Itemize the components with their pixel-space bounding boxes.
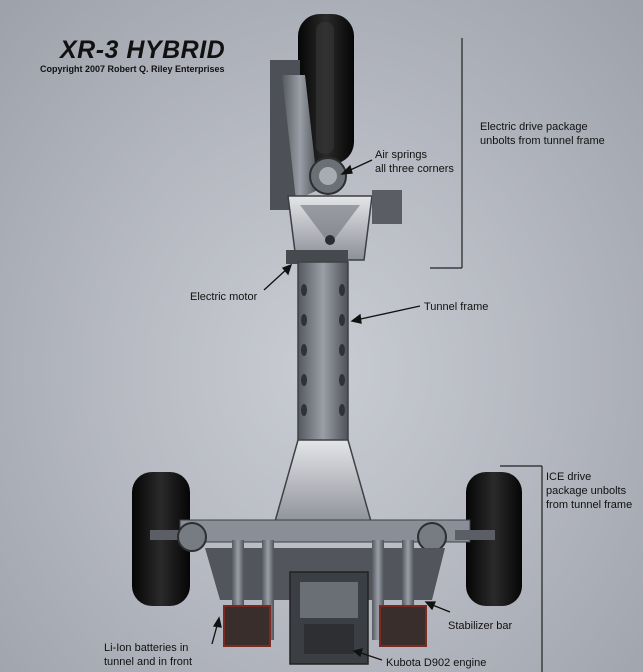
ice-drive-label-line3: from tunnel frame xyxy=(546,499,633,511)
batteries-label-line2: tunnel and in front xyxy=(104,656,193,668)
tunnel-frame-label: Tunnel frame xyxy=(424,301,489,313)
page-title: XR-3 HYBRID xyxy=(60,36,226,64)
air-springs-label-line1: Air springs xyxy=(375,149,427,161)
engine-label: Kubota D902 engine xyxy=(386,657,487,669)
air-springs-label-line2: all three corners xyxy=(375,163,454,175)
ice-drive-label-line1: ICE drive xyxy=(546,471,592,483)
ice-drive-label-line2: package unbolts xyxy=(546,485,627,497)
ice-drive-label: ICE drive package unbolts from tunnel fr… xyxy=(546,470,632,512)
batteries-label: Li-Ion batteries in tunnel and in front xyxy=(104,641,192,669)
kubota-engine xyxy=(289,571,369,665)
electric-drive-label-line1: Electric drive package xyxy=(480,121,588,133)
air-springs-label: Air springs all three corners xyxy=(375,148,454,176)
electric-motor-label: Electric motor xyxy=(190,291,258,303)
copyright-notice: Copyright 2007 Robert Q. Riley Enterpris… xyxy=(40,64,225,74)
leader-arrows xyxy=(211,159,451,661)
electric-motor-housing xyxy=(286,190,402,264)
front-tire xyxy=(298,14,354,164)
stabilizer-bar-label: Stabilizer bar xyxy=(448,620,513,632)
electric-drive-label: Electric drive package unbolts from tunn… xyxy=(480,120,605,148)
ice-drive-bracket xyxy=(500,465,543,672)
battery-packs xyxy=(223,605,427,647)
front-swing-arm xyxy=(270,60,347,210)
electric-drive-bracket xyxy=(430,38,463,269)
batteries-label-line1: Li-Ion batteries in xyxy=(104,642,189,654)
tunnel-frame-body xyxy=(273,261,373,526)
electric-drive-label-line2: unbolts from tunnel frame xyxy=(480,135,605,147)
